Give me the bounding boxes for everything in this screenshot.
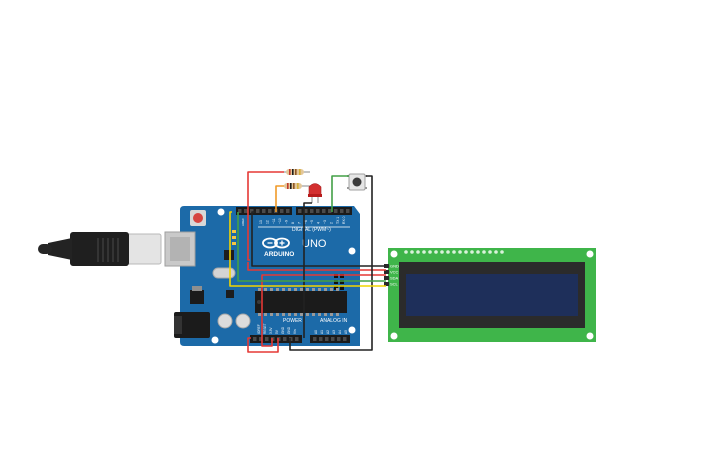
lcd-mount-hole: [390, 250, 398, 258]
dc-power-jack-face: [174, 316, 182, 334]
mount-hole: [211, 336, 219, 344]
digital-pin-sockets[interactable]: [238, 209, 350, 213]
lcd-pin-label: SDA: [390, 276, 399, 281]
analog-header: [310, 335, 350, 343]
analog-pin-label: A4: [338, 330, 342, 334]
digital-pin-label: 7: [297, 222, 301, 224]
analog-pin-label: A3: [332, 330, 336, 334]
lcd-header-pads: [404, 250, 504, 254]
usb-strain-relief: [48, 238, 72, 260]
led-rx-indicator: [232, 242, 236, 245]
capacitor: [235, 313, 251, 329]
digital-pin-label: 2: [329, 222, 333, 224]
analog-label: ANALOG IN: [320, 318, 348, 324]
analog-pin-label: A1: [320, 330, 324, 334]
resistor-1[interactable]: [280, 169, 310, 175]
digital-pin-label: ~6: [304, 220, 308, 224]
power-pin-label: 3.3V: [269, 327, 273, 334]
digital-pin-label: ~3: [323, 220, 327, 224]
power-pin-label: GND: [287, 326, 291, 334]
reset-button[interactable]: [193, 213, 203, 223]
lcd-pin-label: SCL: [390, 282, 399, 287]
lcd-screen: [406, 274, 578, 316]
power-pin-label: GND: [281, 326, 285, 334]
wire-black-led[interactable]: [303, 202, 312, 338]
power-pin-label: IOREF: [257, 324, 261, 334]
digital-pin-label: 8: [291, 222, 295, 224]
lcd-pin-label: GND: [390, 264, 399, 269]
digital-pin-label: RX 0: [342, 216, 346, 224]
dc-power-jack[interactable]: [174, 312, 210, 338]
lcd-pin[interactable]: [384, 282, 389, 286]
arduino-logo: [262, 237, 290, 249]
lcd-mount-hole: [390, 332, 398, 340]
capacitor: [217, 313, 233, 329]
led-tx-indicator: [232, 236, 236, 239]
wire-black-gnd-lcd[interactable]: [251, 211, 386, 267]
wire-yellow-scl[interactable]: [229, 211, 386, 287]
voltage-regulator: [190, 290, 204, 304]
power-header: [250, 335, 302, 343]
wire-orange-led[interactable]: [275, 185, 284, 212]
usb-cord: [38, 244, 52, 254]
analog-pin-label: A5: [344, 330, 348, 334]
mount-hole: [348, 326, 356, 334]
wire-red-lcd-vcc[interactable]: [247, 262, 386, 271]
lcd-pin[interactable]: [384, 270, 389, 274]
digital-pin-label: 12: [265, 220, 269, 224]
power-pin-label: RESET: [263, 323, 267, 334]
digital-pin-label: TX 1: [336, 217, 340, 224]
lcd-pin-label: VCC: [390, 270, 399, 275]
lcd-mount-hole: [586, 250, 594, 258]
wire-green-button[interactable]: [331, 175, 349, 212]
analog-pin-label: A2: [326, 330, 330, 334]
digital-header-label: DIGITAL (PWM~): [292, 227, 331, 233]
ic-notch: [257, 300, 261, 304]
aref-label: AREF: [241, 218, 245, 226]
digital-pin-label: 4: [317, 222, 321, 224]
ic-socket-pins: [258, 288, 339, 316]
analog-pin-label: A0: [314, 330, 318, 334]
mount-hole: [217, 208, 225, 216]
digital-pin-label: 13: [259, 220, 263, 224]
push-button[interactable]: [347, 173, 367, 191]
usb-cable[interactable]: [38, 232, 162, 266]
wire-red-5v-loop[interactable]: [247, 337, 279, 353]
wire-black-gnd-button[interactable]: [289, 175, 373, 351]
arduino-brand: ARDUINO: [264, 251, 294, 258]
led-l-indicator: [232, 230, 236, 233]
usb-b-port-inner: [170, 237, 190, 261]
usb-plug-body: [70, 232, 129, 266]
mount-hole: [348, 247, 356, 255]
power-pin-label: 5V: [275, 329, 279, 334]
crystal: [212, 267, 236, 279]
lcd-pin[interactable]: [384, 264, 389, 268]
arduino-model: UNO: [302, 238, 327, 250]
lcd-mount-hole: [586, 332, 594, 340]
lcd-pin[interactable]: [384, 276, 389, 280]
digital-pin-label: ~5: [310, 220, 314, 224]
power-pin-label: Vin: [293, 329, 297, 334]
digital-pin-label: ~11: [272, 218, 276, 224]
digital-pin-label: ~9: [285, 220, 289, 224]
digital-pin-label: ~10: [278, 218, 282, 224]
usb-grip-ribs: [97, 238, 119, 262]
wires[interactable]: [229, 171, 386, 353]
wire-red-5v-resistor[interactable]: [247, 171, 284, 261]
wire-green-sda[interactable]: [237, 212, 386, 282]
atmega-microcontroller: [255, 291, 347, 313]
smd-chip: [226, 290, 234, 298]
usb-plug-metal: [126, 233, 162, 265]
power-label: POWER: [283, 318, 302, 324]
red-led[interactable]: [308, 183, 322, 204]
regulator-tab: [192, 286, 202, 291]
usb-chip: [224, 250, 234, 260]
